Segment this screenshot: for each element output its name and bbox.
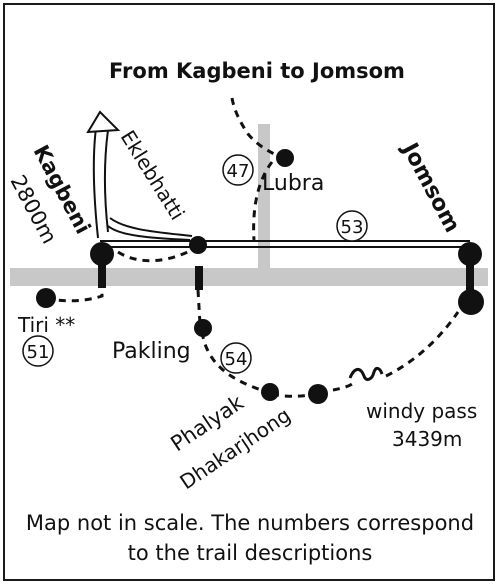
label-jomsom: Jomsom bbox=[396, 137, 465, 236]
windy-pass-squiggle-icon bbox=[348, 366, 384, 381]
kagbeni-dot bbox=[90, 242, 114, 266]
road-curve-eklebhatti-2 bbox=[109, 217, 193, 237]
map-title: From Kagbeni to Jomsom bbox=[109, 59, 405, 83]
trail-47-number: 47 bbox=[227, 161, 250, 182]
eklebhatti-dot bbox=[189, 236, 207, 254]
tiri-dot bbox=[36, 288, 56, 308]
pakling-dot bbox=[194, 319, 212, 337]
map-footnote: Map not in scale. The numbers correspond… bbox=[0, 508, 500, 568]
road-north-inner bbox=[104, 129, 109, 233]
trail-54-circle bbox=[220, 342, 252, 374]
trail-51-circle bbox=[22, 335, 54, 367]
trail-54-number: 54 bbox=[225, 349, 248, 370]
river-vertical bbox=[258, 124, 270, 270]
dhakarjhong-dot bbox=[308, 384, 328, 404]
trail-54-pakling bbox=[196, 289, 202, 325]
road-curve-eklebhatti bbox=[107, 225, 191, 241]
river-horizontal bbox=[10, 268, 488, 286]
map-frame bbox=[3, 3, 495, 581]
trail-pass-jomsom bbox=[385, 311, 460, 378]
footnote-line-2: to the trail descriptions bbox=[127, 541, 373, 565]
phalyak-dot bbox=[261, 383, 279, 401]
trail-53-circle bbox=[336, 210, 368, 242]
label-windy-pass: windy pass bbox=[366, 399, 477, 423]
trail-51-number: 51 bbox=[27, 342, 50, 363]
road-north-outer bbox=[92, 127, 99, 239]
trail-47-north bbox=[230, 97, 283, 160]
trail-54-phalyak bbox=[200, 331, 269, 394]
footnote-line-1: Map not in scale. The numbers correspond bbox=[25, 511, 475, 535]
eklebhatti-bridge bbox=[195, 266, 203, 290]
kagbeni-bridge bbox=[98, 262, 106, 288]
jomsom-dot-top bbox=[458, 242, 482, 266]
label-pakling: Pakling bbox=[112, 339, 191, 364]
trail-kagbeni-eklebhatti bbox=[117, 246, 197, 263]
trail-53-number: 53 bbox=[341, 217, 364, 238]
jomsom-bridge bbox=[466, 262, 474, 292]
trail-47-circle bbox=[222, 154, 254, 186]
lubra-dot bbox=[276, 149, 294, 167]
label-lubra: Lubra bbox=[262, 171, 324, 196]
label-windy-pass-altitude: 3439m bbox=[392, 427, 462, 451]
label-tiri: Tiri ** bbox=[17, 313, 75, 337]
trail-47-south bbox=[252, 161, 274, 241]
road-north-arrow-icon bbox=[86, 110, 121, 134]
label-eklebhatti: Eklebhatti bbox=[116, 126, 190, 224]
jomsom-dot-bottom bbox=[458, 289, 484, 315]
